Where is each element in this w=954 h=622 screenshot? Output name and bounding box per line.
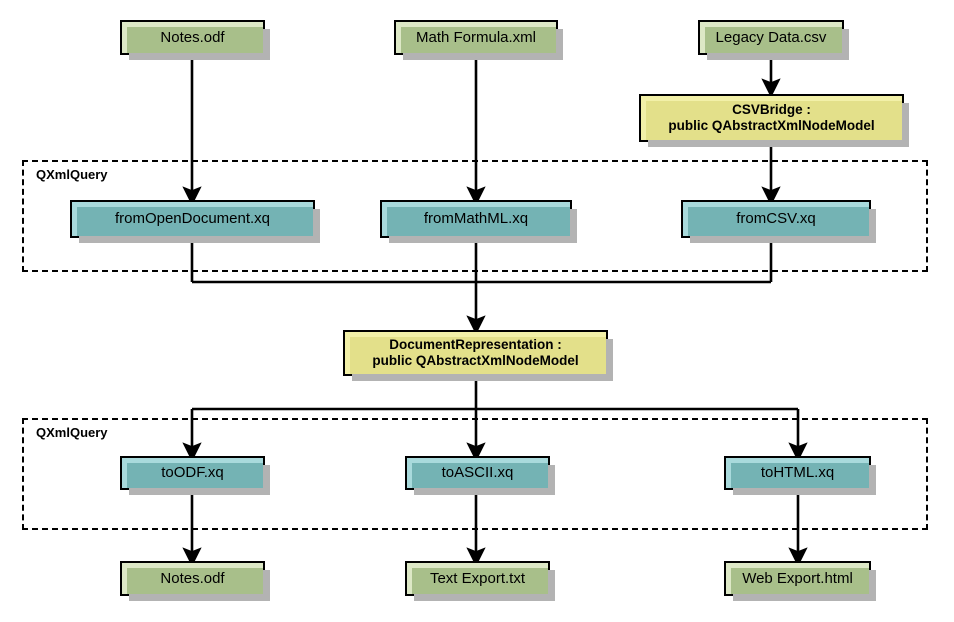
- node-tohtml-xq[interactable]: toHTML.xq: [724, 456, 876, 495]
- node-label: fromCSV.xq: [736, 210, 816, 228]
- group-qxmlquery-output: [22, 418, 928, 530]
- box-fill: [127, 27, 263, 53]
- node-label: toODF.xq: [161, 464, 224, 482]
- group-qxmlquery-input-label: QXmlQuery: [33, 167, 111, 182]
- node-documentrepresentation-class[interactable]: DocumentRepresentation : public QAbstrac…: [343, 330, 613, 381]
- group-qxmlquery-input: [22, 160, 928, 272]
- box-fill: [646, 101, 902, 140]
- box-fill: [731, 463, 869, 488]
- node-label: Notes.odf: [160, 28, 225, 46]
- box-fill: [731, 568, 869, 594]
- box-fill: [77, 207, 313, 236]
- node-output-web-export-html[interactable]: Web Export.html: [724, 561, 876, 601]
- node-csvbridge-class[interactable]: CSVBridge : public QAbstractXmlNodeModel: [639, 94, 909, 147]
- node-fromcsv-xq[interactable]: fromCSV.xq: [681, 200, 876, 243]
- box-fill: [401, 27, 556, 53]
- node-label: toASCII.xq: [441, 464, 514, 482]
- node-fromopendocument-xq[interactable]: fromOpenDocument.xq: [70, 200, 320, 243]
- node-input-notes-odf[interactable]: Notes.odf: [120, 20, 270, 60]
- node-label: Legacy Data.csv: [715, 28, 827, 46]
- node-input-math-formula-xml[interactable]: Math Formula.xml: [394, 20, 563, 60]
- node-output-text-export-txt[interactable]: Text Export.txt: [405, 561, 555, 601]
- box-fill: [705, 27, 842, 53]
- node-label: fromOpenDocument.xq: [114, 210, 271, 228]
- box-fill: [412, 463, 548, 488]
- box-fill: [127, 568, 263, 594]
- node-input-legacy-data-csv[interactable]: Legacy Data.csv: [698, 20, 849, 60]
- node-toodf-xq[interactable]: toODF.xq: [120, 456, 270, 495]
- box-fill: [350, 337, 606, 374]
- group-qxmlquery-output-label: QXmlQuery: [33, 425, 111, 440]
- node-label: toHTML.xq: [760, 464, 835, 482]
- box-fill: [127, 463, 263, 488]
- node-label: DocumentRepresentation : public QAbstrac…: [372, 337, 579, 368]
- node-label: Notes.odf: [160, 569, 225, 587]
- fanout-bus-line: [192, 376, 798, 411]
- node-toascii-xq[interactable]: toASCII.xq: [405, 456, 555, 495]
- node-label: CSVBridge : public QAbstractXmlNodeModel: [668, 102, 875, 133]
- node-label: Text Export.txt: [429, 569, 526, 587]
- node-label: Web Export.html: [742, 569, 853, 587]
- node-label: Math Formula.xml: [415, 28, 537, 46]
- node-label: fromMathML.xq: [423, 210, 529, 228]
- box-fill: [412, 568, 548, 594]
- box-fill: [688, 207, 869, 236]
- node-frommathml-xq[interactable]: fromMathML.xq: [380, 200, 577, 243]
- box-fill: [387, 207, 570, 236]
- node-output-notes-odf[interactable]: Notes.odf: [120, 561, 270, 601]
